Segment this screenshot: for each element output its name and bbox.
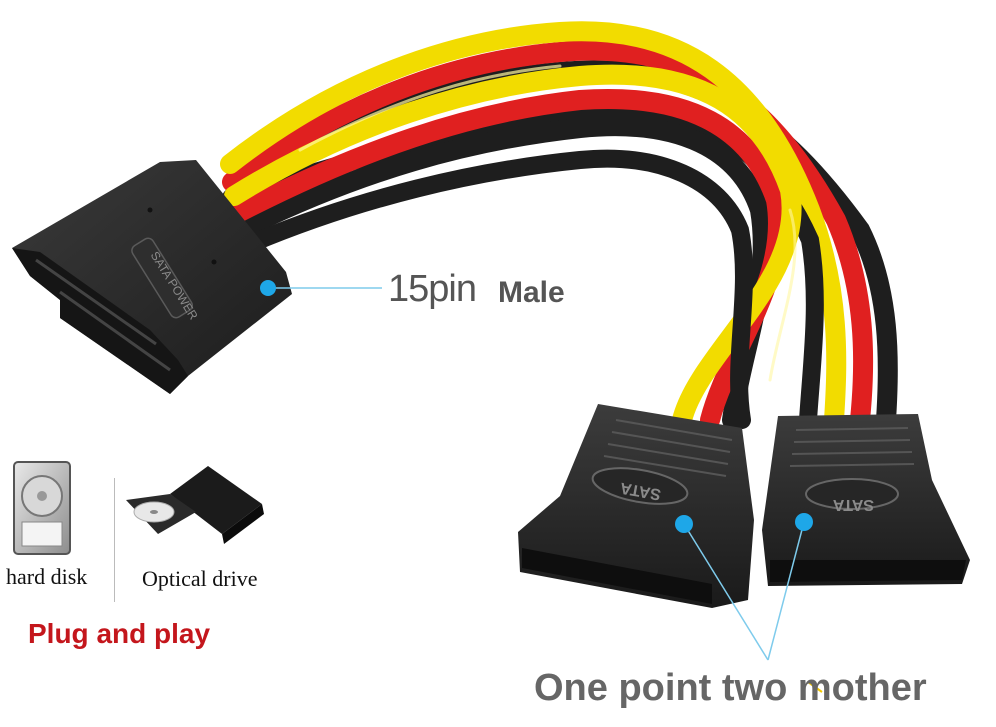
wires-left-branch xyxy=(224,64,802,430)
callout-female-line-left xyxy=(683,523,769,661)
cable-bundle xyxy=(220,21,898,430)
callout-male xyxy=(260,280,382,296)
female-connector-right: SATA xyxy=(762,414,970,586)
callout-female xyxy=(675,513,823,693)
female-right-badge xyxy=(805,478,899,510)
plug-and-play-label: Plug and play xyxy=(28,618,211,649)
female-left-badge-text: SATA xyxy=(618,479,662,503)
odd-body-side xyxy=(222,504,264,544)
female-left-badge xyxy=(591,467,689,505)
wire-red-r2 xyxy=(222,40,874,430)
female-left-ribs xyxy=(603,419,733,477)
hard-disk-label: hard disk xyxy=(6,564,88,589)
female-right-mouth xyxy=(770,560,966,582)
male-pin-label: 15pin xyxy=(388,268,477,310)
hdd-spindle xyxy=(37,491,47,501)
wire-yellow-r2 xyxy=(220,21,847,430)
hdd-label xyxy=(21,521,63,547)
wire-highlight-2 xyxy=(768,208,797,382)
male-rib-hole-2 xyxy=(211,259,217,265)
male-connector-slot xyxy=(35,258,171,372)
female-right-ribs xyxy=(789,427,915,467)
icon-divider xyxy=(114,478,115,602)
female-right-badge-text: SATA xyxy=(832,496,874,513)
optical-drive-icon xyxy=(126,466,264,544)
male-molding-plate xyxy=(131,237,193,319)
callout-female-dot-left xyxy=(675,515,693,533)
one-point-two-mother-label: One point two mother xyxy=(534,667,927,709)
male-rib-hole xyxy=(147,207,153,213)
female-left-body xyxy=(518,404,754,608)
odd-body xyxy=(170,466,262,534)
callout-female-dot-right xyxy=(795,513,813,531)
female-connector-left: SATA xyxy=(518,404,754,608)
male-15pin-connector: SATA POWER xyxy=(12,160,292,394)
optical-drive-label: Optical drive xyxy=(142,566,258,591)
wire-highlight xyxy=(298,64,562,152)
callout-male-dot xyxy=(260,280,276,296)
hard-disk-icon xyxy=(13,461,71,555)
male-word-label: Male xyxy=(498,276,565,309)
female-left-mouth xyxy=(522,548,712,604)
callout-tick xyxy=(807,681,823,693)
odd-disc-hole xyxy=(150,510,158,514)
callout-female-line-right xyxy=(767,521,805,661)
wire-black-l1 xyxy=(227,149,753,429)
